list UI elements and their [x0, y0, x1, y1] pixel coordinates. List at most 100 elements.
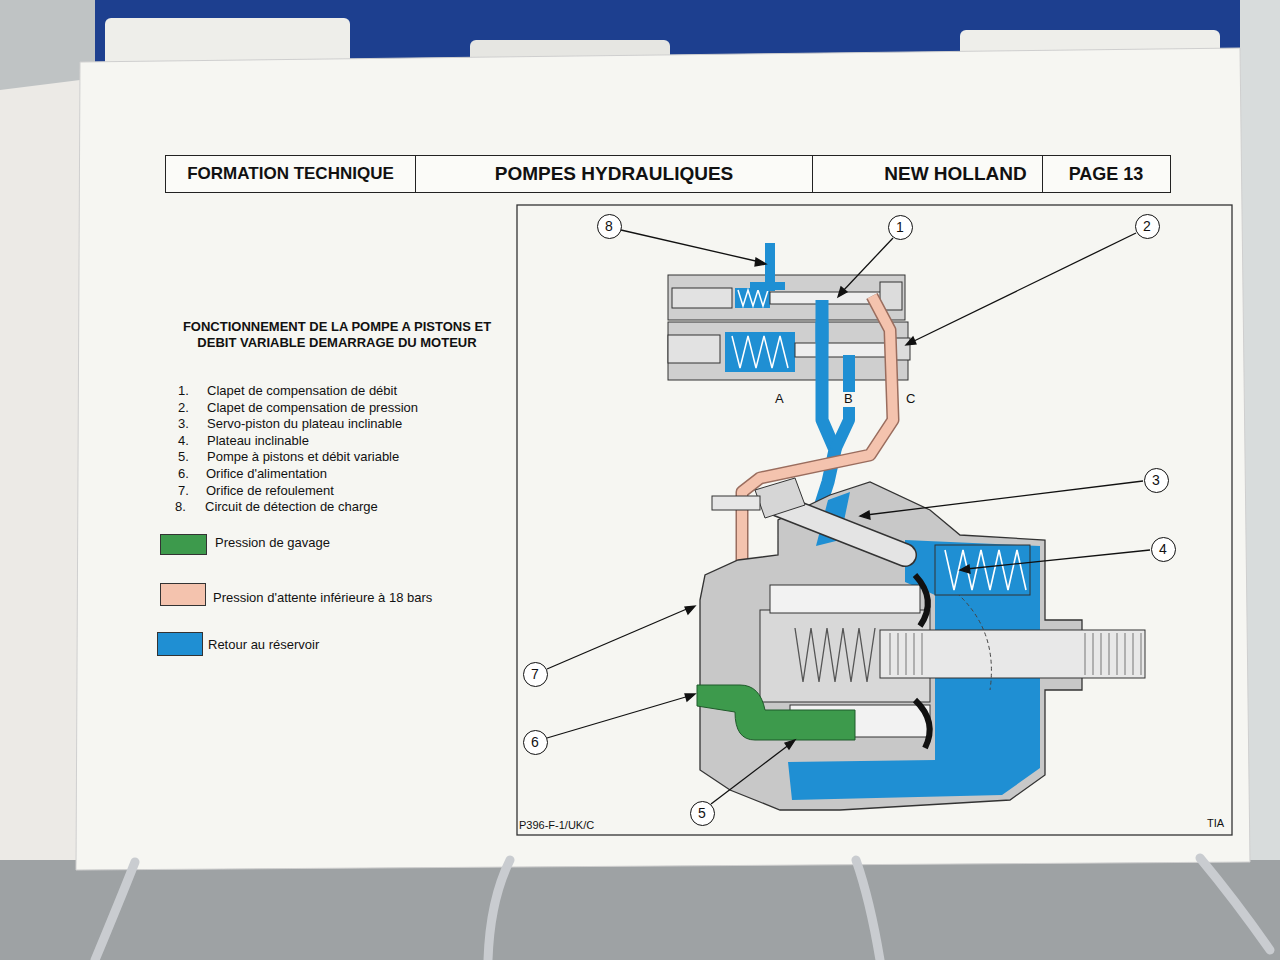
leader-lines-part	[547, 696, 689, 738]
header-cell: POMPES HYDRAULIQUES	[415, 155, 814, 193]
list-item-text: Orifice d'alimentation	[206, 467, 327, 482]
list-item-text: Circuit de détection de charge	[205, 500, 378, 515]
callout-number-text: 7	[531, 666, 539, 682]
valve-block-part	[750, 282, 785, 290]
callout-circle: 7	[523, 662, 548, 687]
inlet-charge-pressure-part	[697, 685, 855, 740]
pump-housing-part	[770, 585, 920, 613]
header-cell-text: NEW HOLLAND	[884, 163, 1026, 185]
list-number: 8.	[175, 500, 186, 515]
legend-text: Retour au réservoir	[208, 638, 319, 653]
pump-housing-part	[915, 575, 928, 626]
pump-housing-part	[945, 550, 1026, 590]
legend-swatch	[160, 583, 206, 606]
header-cell: PAGE 13	[1042, 155, 1171, 193]
inlet-charge-pressure	[697, 685, 855, 740]
valve-block-part	[735, 288, 770, 308]
header-cell-text: PAGE 13	[1069, 164, 1144, 185]
port-letter: A	[773, 392, 786, 407]
list-item-text: Clapet de compensation de débit	[207, 384, 397, 399]
leader-lines-part	[785, 740, 795, 749]
pump-housing-part	[890, 633, 922, 675]
legend-swatch	[160, 534, 207, 555]
leader-lines-part	[960, 565, 970, 573]
list-item-text: Orifice de refoulement	[206, 484, 334, 499]
binder-rings-part	[1200, 858, 1270, 950]
header-cell-text: POMPES HYDRAULIQUES	[495, 163, 734, 185]
callout-circle: 8	[597, 214, 622, 239]
pump-housing-part	[935, 545, 1030, 595]
figure-reference: P396-F-1/UK/C	[519, 819, 594, 832]
figure-code: TIA	[1207, 817, 1224, 830]
callout-number-text: 4	[1159, 541, 1167, 557]
valve-block-part	[725, 332, 795, 372]
diagram-frame	[517, 205, 1232, 835]
list-number: 7.	[178, 484, 189, 499]
callout-circle: 2	[1135, 214, 1160, 239]
binder-rings-part	[488, 860, 510, 960]
list-item-text: Clapet de compensation de pression	[207, 401, 418, 416]
callout-circle: 5	[690, 801, 715, 826]
page-sheet-part	[76, 48, 1250, 870]
leader-lines-part	[621, 230, 760, 262]
pump-housing-part	[795, 628, 875, 682]
pump-housing-part	[755, 478, 805, 518]
callout-number-text: 8	[605, 218, 613, 234]
list-item-text: Pompe à pistons et débit variable	[207, 450, 399, 465]
leader-lines-part	[755, 258, 766, 266]
list-item-text: Plateau inclinable	[207, 434, 309, 449]
callout-circle: 3	[1144, 468, 1169, 493]
list-number: 3.	[178, 417, 189, 432]
list-item-text: Servo-piston du plateau inclinable	[207, 417, 402, 432]
leader-lines-part	[906, 337, 916, 345]
port-letter: B	[842, 392, 855, 407]
diagram-frame-part	[517, 205, 1232, 835]
valve-block-part	[738, 290, 768, 306]
diagram-title: FONCTIONNEMENT DE LA POMPE A PISTONS ET …	[172, 319, 502, 351]
pump-housing-part	[915, 700, 930, 748]
leader-lines-part	[711, 744, 790, 804]
binder-background-part	[0, 860, 1280, 960]
leader-lines-part	[547, 608, 689, 669]
callout-number-text: 1	[896, 219, 904, 235]
pump-housing-part	[940, 580, 991, 690]
header-cell-text: FORMATION TECHNIQUE	[187, 164, 394, 184]
leader-lines-part	[685, 606, 695, 614]
callout-number-text: 6	[531, 734, 539, 750]
legend-text: Pression d'attente inférieure à 18 bars	[213, 591, 432, 606]
leader-lines-part	[842, 238, 893, 292]
legend-text: Pression de gavage	[215, 536, 330, 551]
binder-rings-part	[856, 860, 880, 960]
pump-housing-part	[880, 630, 1145, 678]
leader-lines-part	[912, 233, 1136, 342]
valve-block-part	[732, 336, 788, 368]
list-number: 5.	[178, 450, 189, 465]
leader-lines-part	[966, 550, 1150, 569]
binder-background-part	[0, 80, 80, 900]
leader-lines	[547, 230, 1150, 804]
list-number: 6.	[178, 467, 189, 482]
pump-housing-part	[712, 496, 760, 510]
pump-housing	[700, 478, 1145, 810]
callout-circle: 6	[523, 730, 548, 755]
leader-lines-part	[838, 287, 847, 297]
callout-number-text: 5	[698, 805, 706, 821]
valve-block-part	[672, 288, 732, 308]
valve-block-part	[668, 322, 908, 380]
return-channels-part	[816, 322, 829, 342]
list-number: 4.	[178, 434, 189, 449]
binder-rings	[95, 858, 1270, 960]
callout-circle: 1	[888, 215, 913, 240]
header-cell: FORMATION TECHNIQUE	[165, 155, 416, 193]
callout-circle: 4	[1151, 537, 1176, 562]
list-number: 2.	[178, 401, 189, 416]
valve-block-part	[668, 335, 720, 363]
leader-lines-part	[685, 694, 695, 701]
port-letter: C	[904, 392, 917, 407]
leader-lines-part	[866, 481, 1143, 515]
leader-lines-part	[860, 511, 870, 519]
pump-housing-part	[1085, 633, 1141, 675]
list-number: 1.	[178, 384, 189, 399]
